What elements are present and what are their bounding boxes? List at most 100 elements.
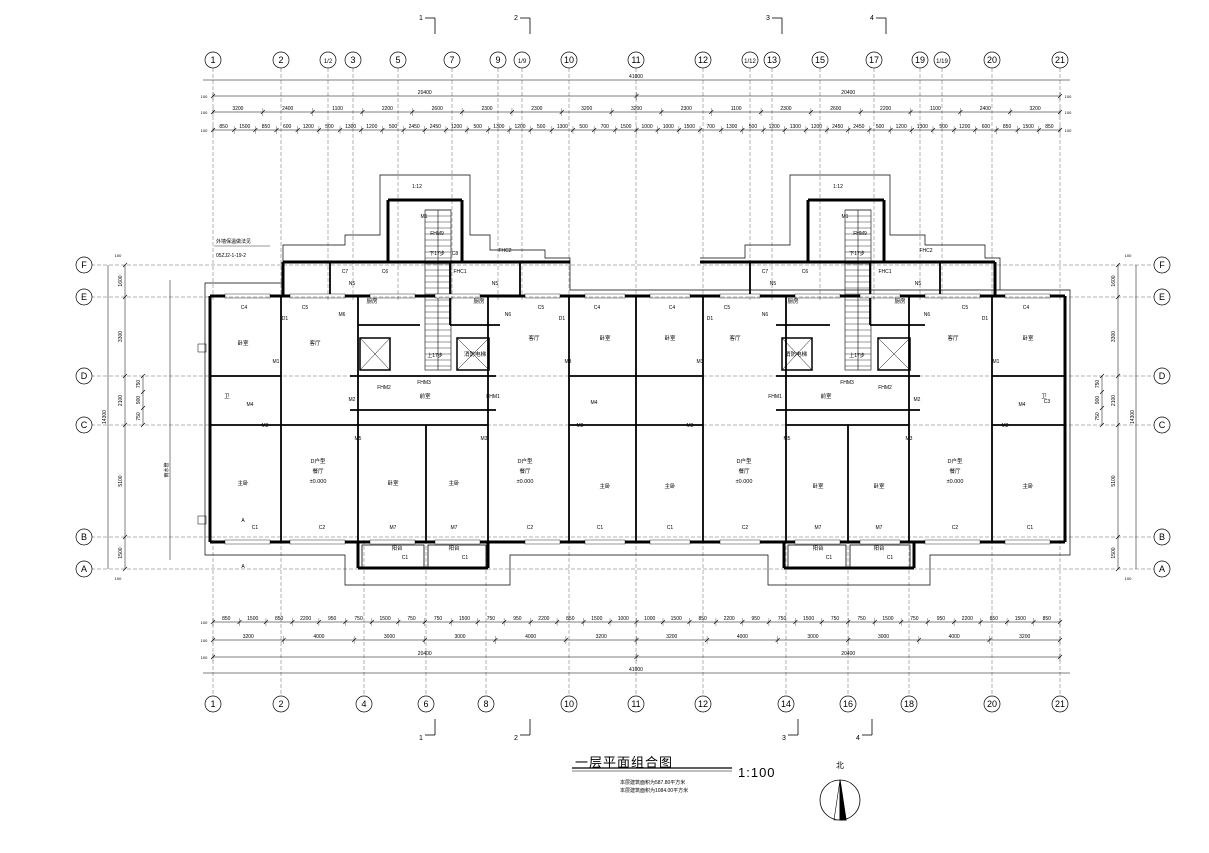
dim-side-left-text: 5100	[118, 475, 124, 486]
axis-bubble-top-label: 1/12	[744, 59, 756, 65]
dim-side-right-text: 3300	[1111, 331, 1117, 342]
axis-bubble-right	[1153, 560, 1171, 578]
dim-top-row3-text: 1300	[557, 124, 568, 130]
opening-tag: 上17步	[427, 352, 443, 359]
axis-bubble-top-label: 11	[631, 55, 640, 65]
opening-tag: M6	[339, 312, 346, 318]
dim-total-text: 41000	[629, 74, 643, 80]
dim-side-right-tick	[1115, 534, 1121, 540]
opening-tag: M1	[993, 359, 1000, 365]
axis-bubble-top-label: 21	[1055, 55, 1065, 65]
axis-bubble-right	[1153, 288, 1171, 306]
opening-tag: C2	[319, 525, 326, 531]
dim-top-row3-text: 1200	[896, 124, 907, 130]
opening-tag: C4	[1023, 305, 1030, 311]
dim-side-right-text: 5100	[1111, 475, 1117, 486]
dim-bottom-row2-text: 3000	[454, 634, 465, 640]
window	[1004, 293, 1051, 299]
room-label: 餐厅	[519, 467, 531, 475]
room-label: 厨房	[473, 297, 485, 305]
section-mark-label: 2	[514, 15, 518, 22]
axis-bubble-right-label: B	[1159, 532, 1165, 542]
dim-edge: 100	[115, 576, 122, 581]
dim-edge: 100	[1065, 128, 1072, 133]
opening-tag: 下17步	[849, 251, 865, 257]
opening-tag: C4	[669, 305, 676, 311]
axis-bubble-bottom-label: 12	[698, 699, 708, 709]
axis-bubble-bottom	[204, 695, 222, 713]
room-label: D户型	[948, 457, 963, 465]
axis-bubble-top-label: 15	[815, 55, 825, 65]
dim-top-row3-text: 1200	[959, 124, 970, 130]
dim-side-right-tick	[1115, 373, 1121, 379]
window	[289, 293, 346, 299]
dim-side-sub-right-tick	[1099, 373, 1105, 379]
dim-side-right-tick	[1115, 566, 1121, 572]
opening-tag: D1	[559, 316, 566, 322]
axis-bubble-bottom-label: 21	[1055, 699, 1065, 709]
annotation-pipe: 雨水管	[163, 462, 170, 477]
elevator-cross	[456, 337, 490, 371]
axis-bubble-left-label: D	[81, 371, 88, 381]
dim-edge: 100	[201, 128, 208, 133]
opening-tag: M3	[577, 423, 584, 429]
dim-bottom-halves-text: 20400	[841, 651, 855, 657]
opening-tag: FHM1	[768, 394, 782, 400]
opening-tag: C1	[252, 525, 259, 531]
opening-tag: M4	[1019, 402, 1026, 408]
room-label: 客厅	[729, 334, 741, 342]
dim-top-row3-text: 1000	[663, 124, 674, 130]
dim-bottom-row1-text: 1500	[459, 616, 470, 622]
dim-bottom-row1-text: 1500	[1015, 616, 1026, 622]
axis-bubble-left	[75, 288, 93, 306]
dim-bottom-row1-text: 1500	[803, 616, 814, 622]
dim-top-row3-text: 1500	[620, 124, 631, 130]
dim-bottom-total-text: 41000	[629, 667, 643, 673]
dim-bottom-row1-text: 1500	[671, 616, 682, 622]
axis-bubble-top	[272, 51, 290, 69]
axis-bubble-right-label: F	[1159, 260, 1165, 270]
opening-tag: 1:12	[412, 184, 422, 190]
dim-edge: 100	[1125, 253, 1132, 258]
dim-side-right-tick	[1115, 294, 1121, 300]
dim-side-left-tick	[122, 294, 128, 300]
axis-bubble-top-label: 20	[987, 55, 997, 65]
dim-top-row3-text: 700	[706, 124, 715, 130]
window	[524, 293, 561, 299]
axis-bubble-left	[75, 560, 93, 578]
axis-bubble-left-label: F	[81, 260, 87, 270]
dim-top-row3-text: 500	[939, 124, 948, 130]
elevator-cross	[359, 337, 391, 371]
axis-bubble-top-label: 19	[915, 55, 925, 65]
window	[794, 539, 841, 545]
dim-bottom-row1-text: 2200	[724, 616, 735, 622]
dim-side-sub-right-text: 750	[1095, 380, 1101, 389]
dim-top-row2-text: 1100	[332, 106, 343, 112]
dim-top-row3-text: 850	[1003, 124, 1012, 130]
opening-tag: M5	[784, 436, 791, 442]
opening-tag: 下17步	[429, 251, 445, 257]
window	[1004, 539, 1051, 545]
axis-bubble-top	[763, 51, 781, 69]
opening-tag: N6	[762, 312, 769, 318]
window	[649, 539, 691, 545]
opening-tag: A	[241, 518, 245, 524]
dim-side-left-tick	[122, 566, 128, 572]
room-label: 卧室	[1022, 334, 1034, 342]
building-outline-east	[700, 174, 1001, 290]
axis-bubble-top	[911, 51, 929, 69]
dim-side-left-tick	[122, 422, 128, 428]
room-label: 厨房	[787, 297, 799, 305]
dim-top-row3-text: 1200	[514, 124, 525, 130]
room-label: 厨房	[366, 297, 378, 305]
window	[224, 293, 271, 299]
drawing-scale: 1:100	[738, 765, 776, 780]
dim-bottom-row1-text: 750	[354, 616, 363, 622]
opening-tag: C2	[527, 525, 534, 531]
opening-tag: C1	[402, 555, 409, 561]
axis-bubble-top-label: 1	[210, 55, 215, 65]
room-label: 前室	[419, 392, 431, 400]
axis-bubble-right	[1153, 367, 1171, 385]
room-label: 消防电梯	[464, 350, 487, 358]
